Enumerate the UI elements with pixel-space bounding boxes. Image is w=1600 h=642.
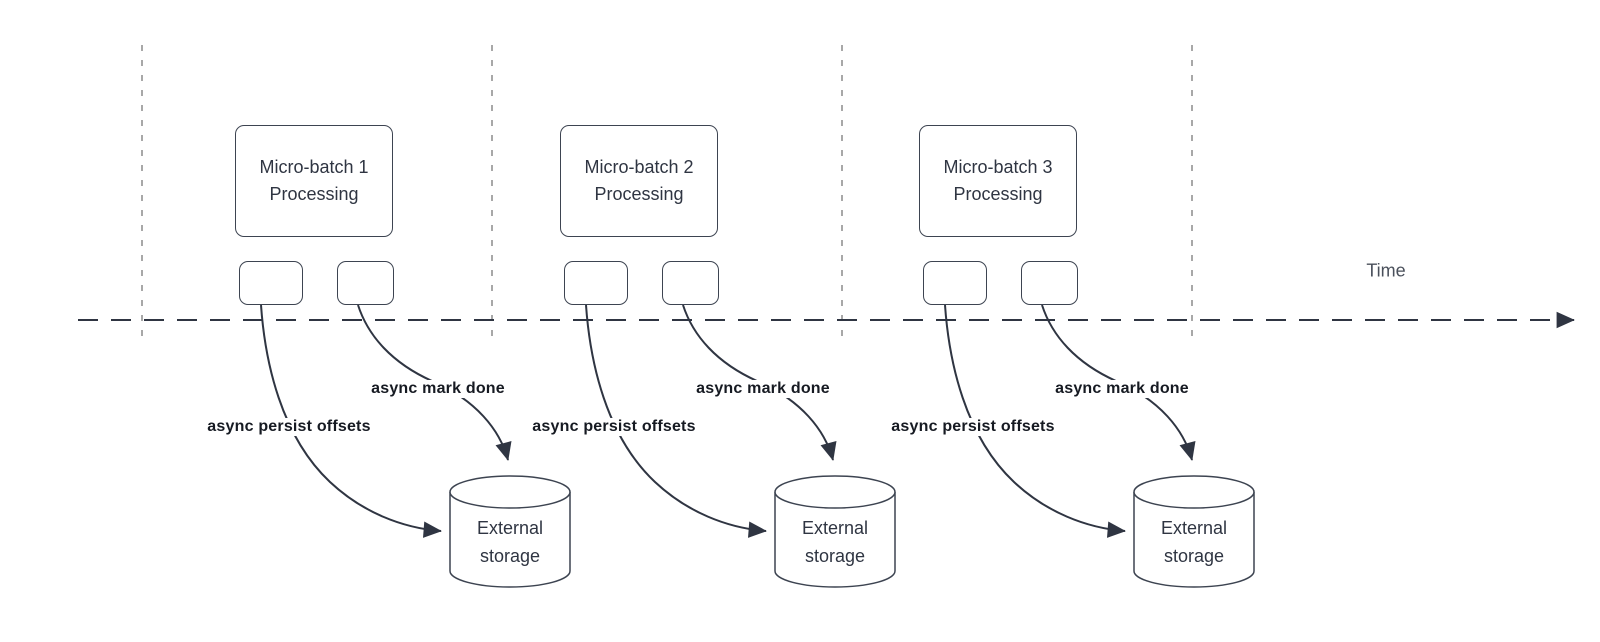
persist-offsets-arrow [260,304,442,538]
section-3-graphics [944,304,1255,588]
section-2-graphics [585,304,896,588]
storage-cylinder [449,475,571,588]
mark-done-arrow [1041,304,1196,461]
mark-done-arrow [682,304,837,461]
persist-offsets-arrow [944,304,1126,538]
persist-offsets-arrow [585,304,767,538]
mark-done-arrow [357,304,512,461]
storage-cylinder [1133,475,1255,588]
storage-cylinder [774,475,896,588]
batch-boundary-guides [141,45,1193,337]
section-1-graphics [260,304,571,588]
